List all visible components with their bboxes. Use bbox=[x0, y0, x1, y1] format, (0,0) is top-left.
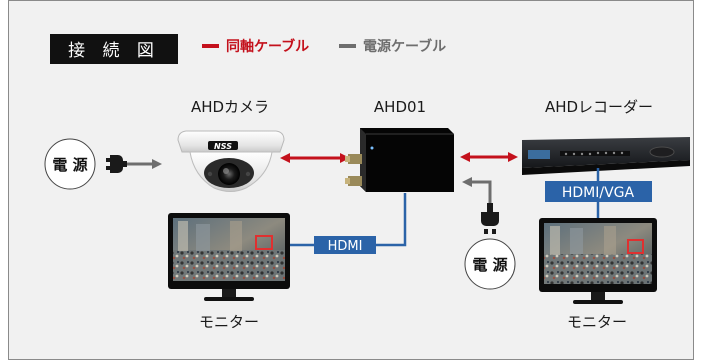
legend: 同軸ケーブル 電源ケーブル bbox=[202, 38, 446, 55]
hdmi-tag bbox=[314, 236, 376, 254]
diagram-title: 接 続 図 bbox=[68, 41, 160, 61]
hdmi-vga-label: HDMI/VGA bbox=[562, 185, 635, 201]
legend-coax-label: 同軸ケーブル bbox=[226, 38, 309, 55]
monitor-right-icon bbox=[539, 218, 657, 304]
camera-label: AHDカメラ bbox=[191, 98, 269, 116]
camera-logo: NSS bbox=[214, 142, 232, 151]
power-source-right: 電 源 bbox=[464, 238, 516, 290]
legend-power-label: 電源ケーブル bbox=[363, 38, 446, 55]
hdmi-vga-cable: HDMI/VGA bbox=[545, 168, 652, 218]
monitor-left-label: モニター bbox=[199, 313, 259, 331]
title-block: 接 続 図 bbox=[50, 34, 178, 64]
power-plug-left-icon bbox=[106, 155, 127, 173]
hdmi-cable: HDMI bbox=[290, 193, 407, 254]
power-left-label: 電 源 bbox=[52, 156, 87, 174]
recorder-label: AHDレコーダー bbox=[545, 98, 653, 116]
hdmi-vga-tag bbox=[545, 181, 652, 202]
diagram-canvas: 接 続 図 同軸ケーブル 電源ケーブル AHDカメラ AHD01 AHDレコーダ… bbox=[44, 34, 690, 331]
monitor-left-icon bbox=[168, 213, 290, 301]
power-plug-right-icon bbox=[481, 203, 499, 234]
monitor-right-label: モニター bbox=[567, 313, 627, 331]
power-cable-left bbox=[127, 159, 162, 169]
coax-cable-converter-recorder bbox=[460, 152, 518, 162]
converter-label: AHD01 bbox=[374, 98, 426, 116]
coax-cable-camera-converter bbox=[280, 153, 350, 163]
ahd-recorder-icon bbox=[522, 137, 690, 175]
power-right-label: 電 源 bbox=[472, 256, 507, 274]
power-source-left: 電 源 bbox=[44, 138, 96, 190]
connection-diagram: 接 続 図 同軸ケーブル 電源ケーブル AHDカメラ AHD01 AHDレコーダ… bbox=[8, 0, 694, 360]
power-cable-right bbox=[462, 177, 492, 203]
dome-camera-icon: NSS bbox=[177, 130, 285, 192]
hdmi-label: HDMI bbox=[328, 239, 363, 254]
ahd-converter-icon bbox=[345, 128, 454, 192]
